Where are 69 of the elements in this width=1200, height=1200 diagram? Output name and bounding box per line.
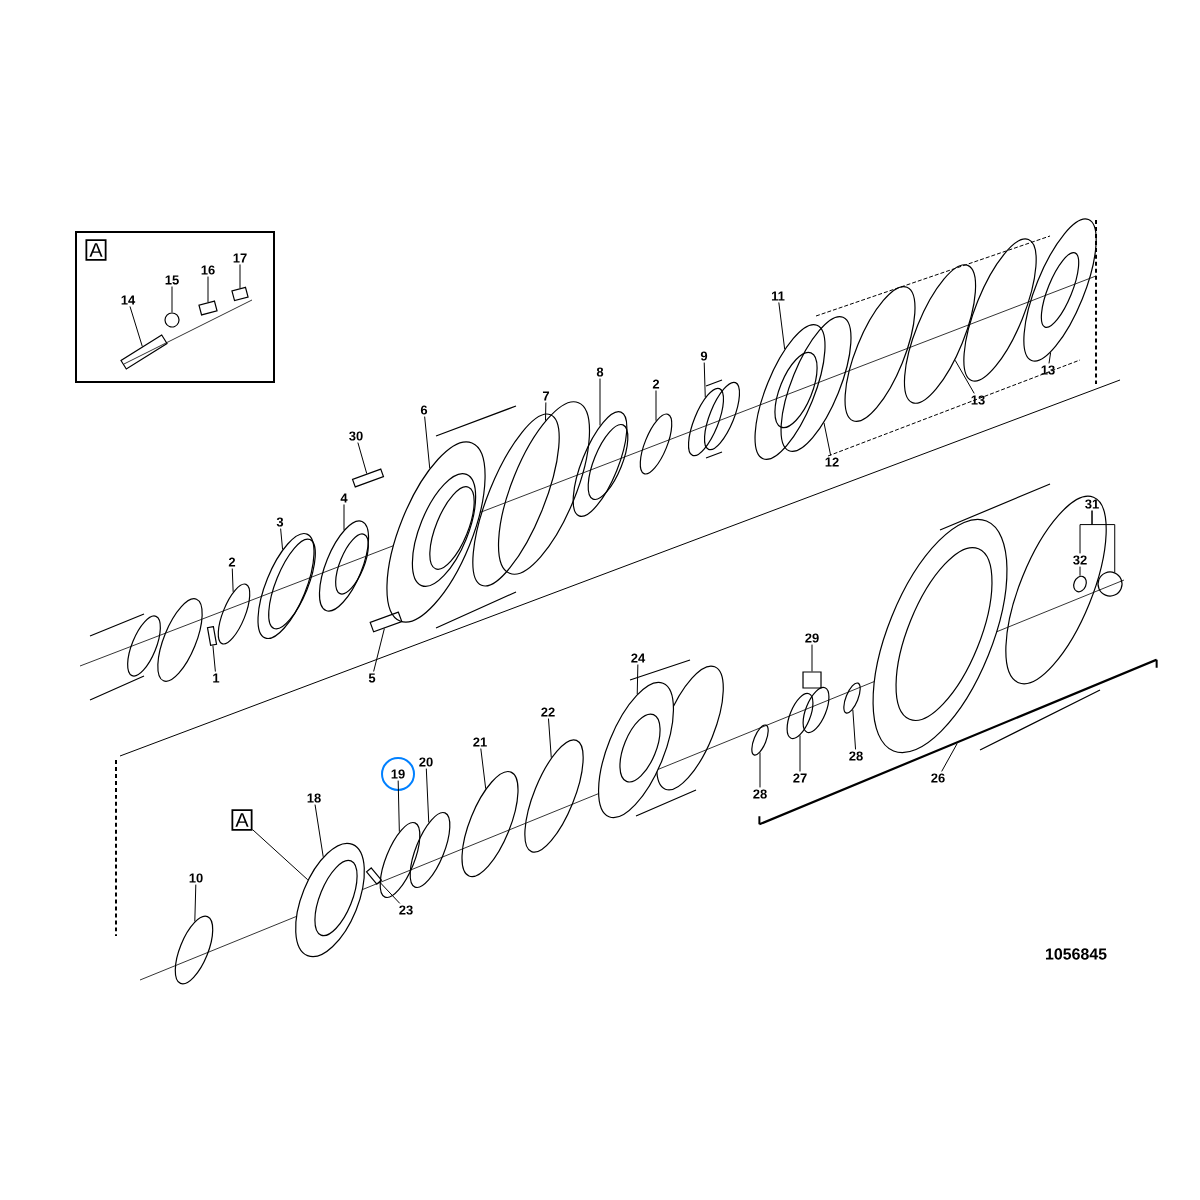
bolt-drawing — [120, 334, 168, 370]
leader-line — [397, 780, 400, 833]
leader-line — [357, 442, 368, 475]
leader-line — [852, 709, 857, 750]
leader-line — [231, 568, 234, 593]
inset-frame — [75, 231, 275, 383]
leader-line — [379, 881, 401, 904]
ring-drawing — [843, 682, 861, 714]
leader-line — [548, 718, 552, 759]
bolt-drawing — [369, 611, 403, 633]
ring-drawing — [295, 842, 365, 958]
leader-line — [252, 829, 309, 881]
leader-line — [424, 416, 431, 469]
detail-label: A — [85, 239, 107, 261]
leader-line — [343, 503, 345, 531]
ring-drawing — [409, 811, 451, 889]
ring-drawing — [461, 770, 519, 878]
leader-line — [314, 804, 324, 858]
ring-drawing — [1023, 218, 1097, 362]
leader-line — [373, 628, 385, 672]
ring-drawing — [780, 316, 852, 452]
ring-drawing — [174, 915, 214, 985]
ring-drawing — [318, 520, 370, 612]
ring-drawing — [257, 532, 316, 640]
ring-drawing — [1073, 575, 1087, 593]
ring-drawing — [754, 324, 826, 460]
ring-drawing — [786, 686, 830, 740]
ring-drawing — [751, 724, 769, 756]
leader-line — [425, 768, 430, 823]
leader-line — [811, 644, 813, 672]
leader-line — [954, 359, 975, 394]
ring-drawing — [598, 681, 675, 819]
leader-line — [171, 286, 173, 313]
leader-line — [778, 301, 786, 350]
leader-line — [759, 752, 761, 788]
ring-drawing — [498, 401, 590, 575]
ring-drawing — [1097, 571, 1123, 597]
ring-drawing — [386, 441, 486, 623]
leader-line — [703, 362, 706, 398]
leader-line — [129, 305, 143, 347]
ring-drawing — [524, 739, 584, 853]
leader-line — [545, 401, 547, 422]
leader-line — [480, 748, 487, 790]
leader-line — [207, 276, 209, 303]
ring-drawing — [217, 583, 251, 645]
part-drawing — [198, 300, 218, 316]
ring-drawing — [379, 821, 421, 899]
part-drawing — [231, 286, 249, 302]
leader-line — [280, 528, 284, 550]
leader-line — [1079, 566, 1081, 577]
leader-line — [212, 645, 216, 673]
leader-line — [655, 390, 657, 422]
ring-drawing — [164, 312, 180, 328]
leader-line — [823, 422, 832, 456]
leader-line — [239, 263, 241, 289]
leader-line — [636, 664, 639, 695]
part-drawing — [802, 671, 822, 689]
detail-label: A — [231, 809, 253, 831]
leader-line — [599, 378, 601, 426]
ring-drawing — [687, 381, 741, 457]
leader-line — [1048, 351, 1052, 364]
leader-line — [1091, 510, 1116, 573]
ring-drawing — [572, 411, 629, 517]
bolt-drawing — [351, 468, 385, 488]
pin-drawing — [365, 867, 383, 885]
leader-line — [799, 734, 801, 772]
leader-line — [941, 743, 958, 772]
leader-line — [194, 884, 197, 922]
ring-drawing — [639, 413, 673, 475]
